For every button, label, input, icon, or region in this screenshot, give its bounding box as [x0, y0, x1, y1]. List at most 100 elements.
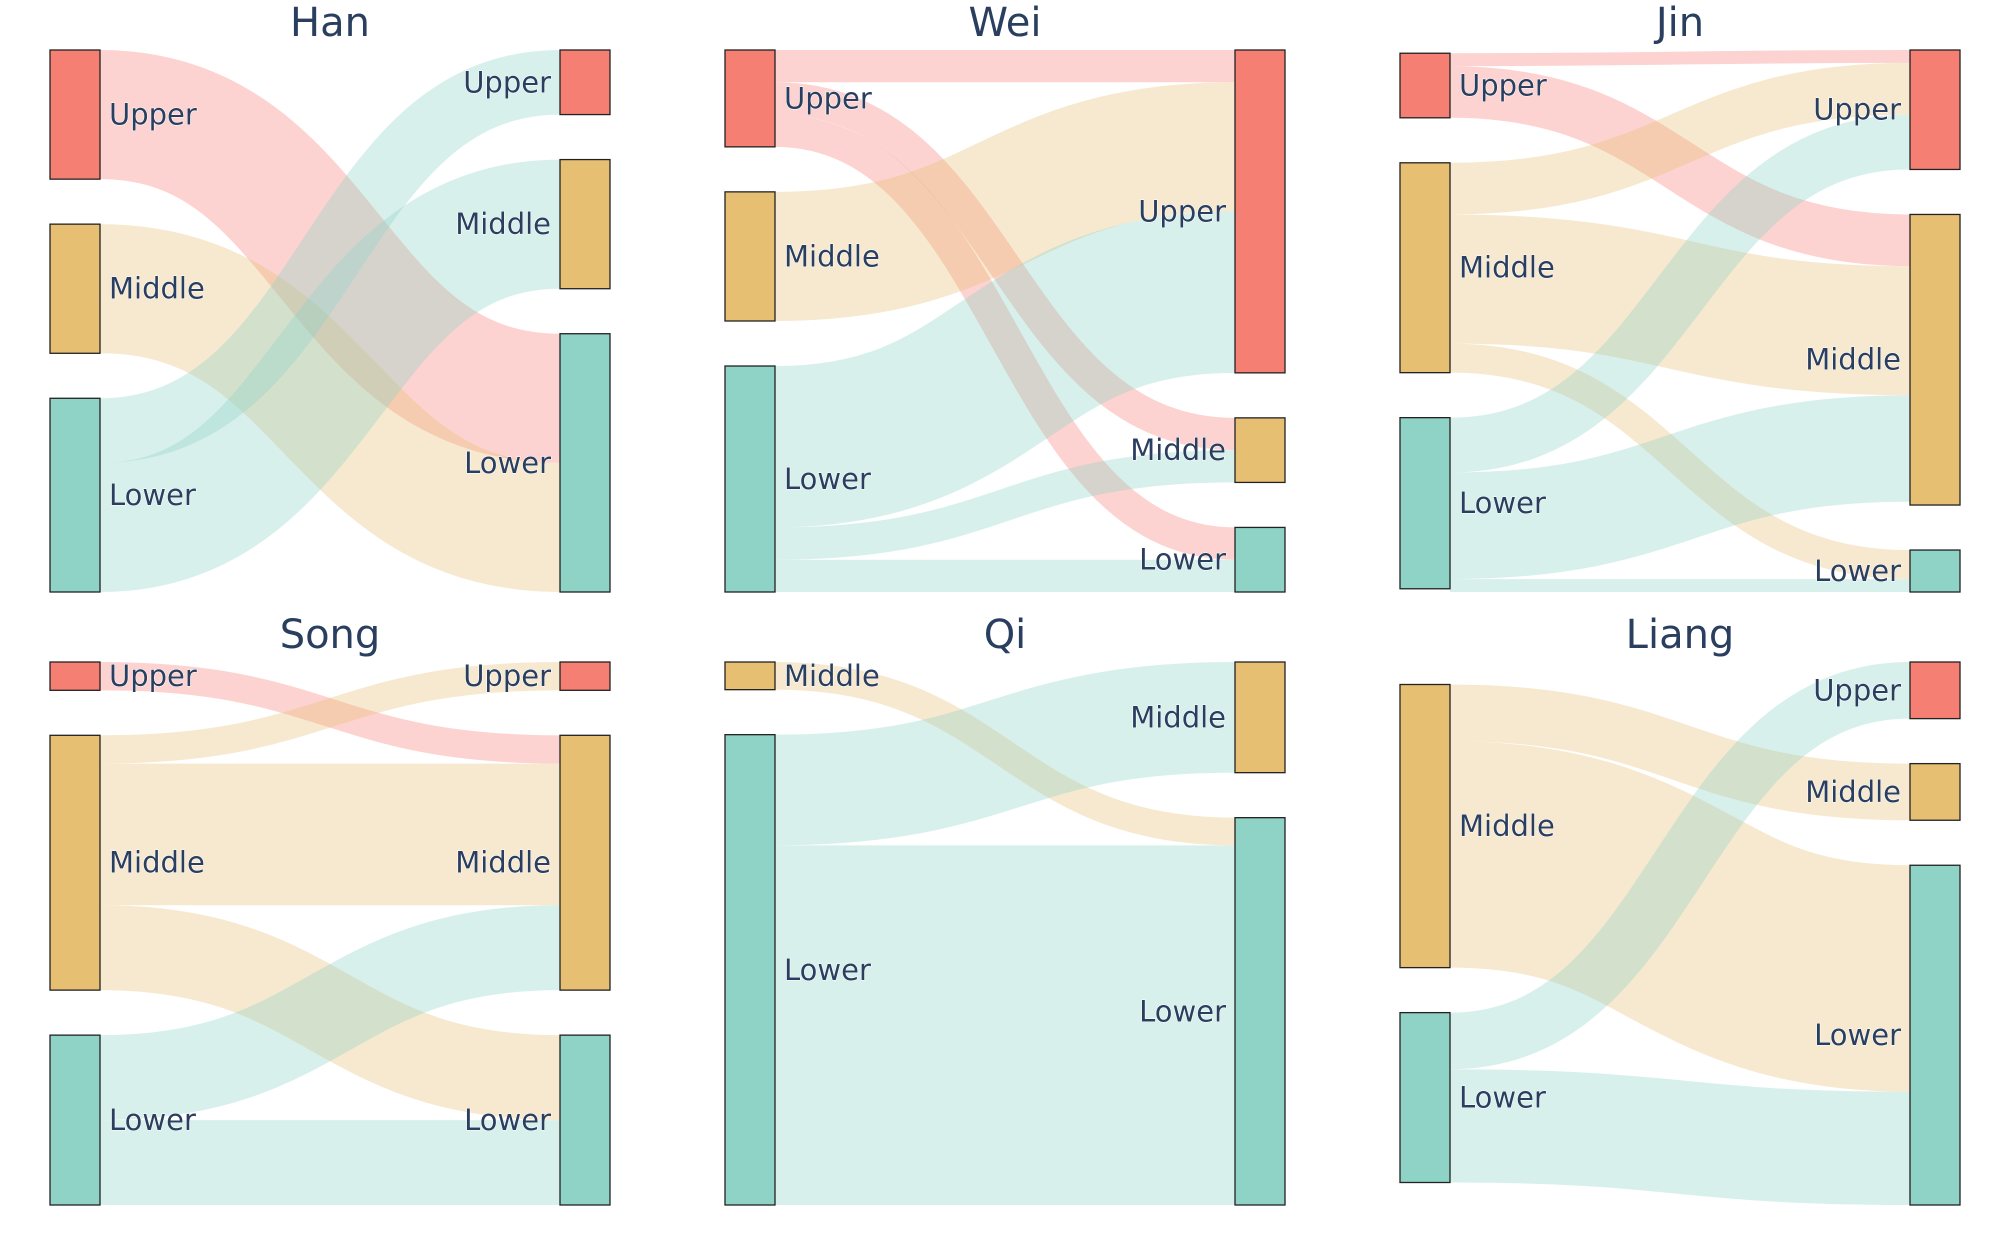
node-qi-right-lower [1234, 817, 1286, 1206]
panel-title-qi: Qi [984, 612, 1027, 658]
link-han-upper-to-lower [97, 49, 563, 463]
node-label-wei-left-middle: Middle [784, 239, 880, 273]
node-label-han-right-middle: Middle [455, 207, 551, 241]
node-label-jin-left-upper: Upper [1459, 69, 1547, 103]
node-label-jin-right-upper: Upper [1813, 93, 1901, 127]
node-jin-right-upper [1909, 49, 1961, 171]
node-song-left-upper [49, 661, 101, 691]
link-song-middle-to-upper [99, 661, 561, 764]
node-han-right-lower [559, 333, 611, 593]
node-label-wei-left-upper: Upper [784, 81, 872, 115]
node-han-right-upper [559, 49, 611, 116]
node-label-song-left-upper: Upper [109, 659, 197, 693]
link-jin-lower-to-middle [1449, 395, 1911, 580]
node-wei-left-lower [724, 365, 776, 593]
node-label-qi-right-middle: Middle [1130, 700, 1226, 734]
node-song-right-lower [559, 1034, 611, 1206]
link-jin-upper-to-middle [1449, 66, 1911, 267]
node-liang-right-upper [1909, 661, 1961, 720]
node-label-han-left-lower: Lower [109, 478, 196, 512]
link-song-upper-to-middle [99, 661, 561, 764]
link-group-qi [774, 661, 1236, 1206]
link-song-lower-to-middle [99, 905, 561, 1121]
node-liang-left-middle [1399, 683, 1451, 969]
panel-title-song: Song [280, 612, 381, 658]
node-label-jin-left-lower: Lower [1459, 486, 1546, 520]
node-jin-left-lower [1399, 417, 1451, 590]
node-label-liang-right-middle: Middle [1805, 775, 1901, 809]
node-qi-left-middle [724, 661, 776, 691]
link-jin-middle-to-middle [1449, 214, 1911, 396]
node-song-right-upper [559, 661, 611, 691]
link-jin-upper-to-upper [1449, 49, 1911, 67]
link-liang-lower-to-upper [1449, 662, 1911, 1070]
link-liang-middle-to-middle [1449, 684, 1911, 821]
link-liang-lower-to-lower [1449, 1069, 1911, 1206]
node-han-left-lower [49, 397, 101, 593]
panel-title-liang: Liang [1626, 612, 1735, 658]
node-qi-right-middle [1234, 661, 1286, 774]
node-label-liang-left-middle: Middle [1459, 809, 1555, 843]
link-han-middle-to-lower [98, 224, 562, 593]
link-group-han [97, 49, 563, 593]
link-wei-middle-to-upper [774, 82, 1236, 322]
node-wei-right-upper [1234, 49, 1286, 374]
node-han-right-middle [559, 158, 611, 290]
node-liang-left-lower [1399, 1011, 1451, 1184]
node-label-han-right-upper: Upper [463, 65, 551, 99]
link-jin-middle-to-upper [1449, 62, 1911, 215]
node-jin-right-middle [1909, 213, 1961, 506]
link-jin-lower-to-upper [1449, 114, 1911, 473]
node-label-song-left-lower: Lower [109, 1103, 196, 1137]
node-label-liang-right-lower: Lower [1814, 1018, 1901, 1052]
node-label-qi-left-lower: Lower [784, 953, 871, 987]
node-qi-left-lower [724, 734, 776, 1206]
node-label-song-right-upper: Upper [463, 659, 551, 693]
node-wei-right-middle [1234, 417, 1286, 484]
link-group-wei [773, 50, 1237, 592]
node-label-jin-right-lower: Lower [1814, 554, 1901, 588]
panel-title-han: Han [290, 0, 370, 46]
node-label-han-left-upper: Upper [109, 98, 197, 132]
node-song-right-middle [559, 734, 611, 991]
panel-title-wei: Wei [969, 0, 1042, 46]
link-group-jin [1449, 49, 1911, 593]
node-label-han-left-middle: Middle [109, 272, 205, 306]
node-label-wei-right-lower: Lower [1139, 543, 1226, 577]
node-label-qi-right-lower: Lower [1139, 994, 1226, 1028]
node-label-song-left-middle: Middle [109, 846, 205, 880]
link-jin-middle-to-lower [1449, 343, 1911, 580]
node-han-left-middle [49, 223, 101, 354]
link-wei-lower-to-middle [774, 450, 1236, 560]
node-label-wei-right-upper: Upper [1138, 194, 1226, 228]
node-wei-left-middle [724, 191, 776, 322]
node-label-song-right-lower: Lower [464, 1103, 551, 1137]
node-han-left-upper [49, 49, 101, 180]
node-label-wei-left-lower: Lower [784, 462, 871, 496]
node-jin-left-upper [1399, 52, 1451, 119]
link-wei-upper-to-lower [774, 114, 1236, 560]
node-song-left-middle [49, 734, 101, 991]
node-label-wei-right-middle: Middle [1130, 433, 1226, 467]
link-han-lower-to-upper [98, 50, 562, 463]
link-qi-lower-to-middle [774, 661, 1236, 846]
node-jin-left-middle [1399, 162, 1451, 374]
link-group-liang [1448, 662, 1912, 1206]
node-label-jin-right-middle: Middle [1805, 343, 1901, 377]
link-han-lower-to-middle [97, 159, 563, 593]
node-label-qi-left-middle: Middle [784, 659, 880, 693]
link-liang-middle-to-lower [1448, 741, 1912, 1092]
node-wei-right-lower [1234, 526, 1286, 593]
node-wei-left-upper [724, 49, 776, 148]
node-song-left-lower [49, 1034, 101, 1206]
link-wei-lower-to-upper [773, 211, 1237, 528]
panel-title-jin: Jin [1653, 0, 1704, 46]
